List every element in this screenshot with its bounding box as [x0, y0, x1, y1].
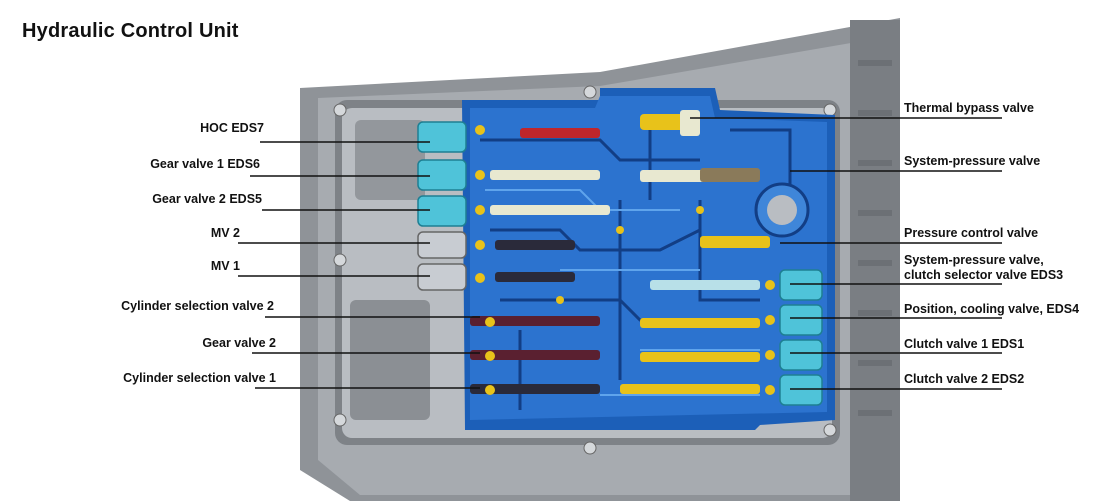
- label-system-pressure-valve: System-pressure valve: [904, 154, 1041, 168]
- label-gear-valve-2-lower: Gear valve 2: [202, 336, 276, 350]
- right-leader-lines: [690, 117, 1002, 390]
- label-pressure-control-valve: Pressure control valve: [904, 226, 1039, 240]
- label-hoc-eds7: HOC EDS7: [200, 121, 264, 135]
- label-gear-valve-1-eds6: Gear valve 1 EDS6: [150, 157, 260, 171]
- label-position-cooling-valve-eds4: Position, cooling valve, EDS4: [904, 302, 1080, 316]
- left-leader-lines: [238, 141, 480, 389]
- label-system-pressure-clutch-selector-eds3: System-pressure valve, clutch selector v…: [904, 253, 1064, 282]
- valve-body-plate: [462, 88, 835, 430]
- label-gear-valve-2-eds5: Gear valve 2 EDS5: [152, 192, 262, 206]
- label-mv-2: MV 2: [210, 226, 240, 240]
- fittings: [475, 125, 775, 395]
- right-solenoids: [779, 269, 823, 406]
- diagram-title: Hydraulic Control Unit: [22, 20, 239, 42]
- left-solenoids: [417, 121, 467, 291]
- label-clutch-valve-1-eds1: Clutch valve 1 EDS1: [904, 337, 1025, 351]
- label-cylinder-selection-valve-1: Cylinder selection valve 1: [123, 371, 276, 385]
- spool-valves: [470, 110, 770, 394]
- label-clutch-valve-2-eds2: Clutch valve 2 EDS2: [904, 372, 1025, 386]
- label-mv-1: MV 1: [210, 259, 240, 273]
- label-thermal-bypass-valve: Thermal bypass valve: [904, 101, 1034, 115]
- label-cylinder-selection-valve-2: Cylinder selection valve 2: [121, 299, 274, 313]
